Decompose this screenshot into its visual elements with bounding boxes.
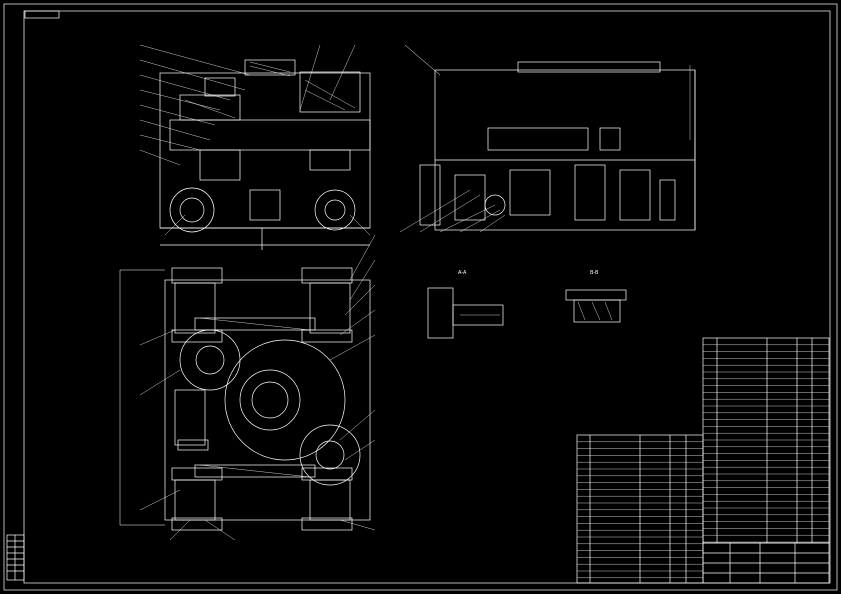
section-label-a: A-A (458, 270, 467, 276)
parts-list-lower (576, 434, 704, 584)
left-revision-block (6, 534, 25, 581)
section-label-b: B-B (590, 270, 599, 276)
side-view (399, 44, 696, 233)
plan-view (119, 234, 376, 541)
title-block (702, 542, 830, 584)
section-a-a: A-A (427, 270, 504, 339)
section-b-b: B-B (565, 270, 627, 323)
front-view (139, 44, 371, 250)
parts-list-upper (702, 337, 830, 544)
drawing-frame (3, 3, 838, 591)
